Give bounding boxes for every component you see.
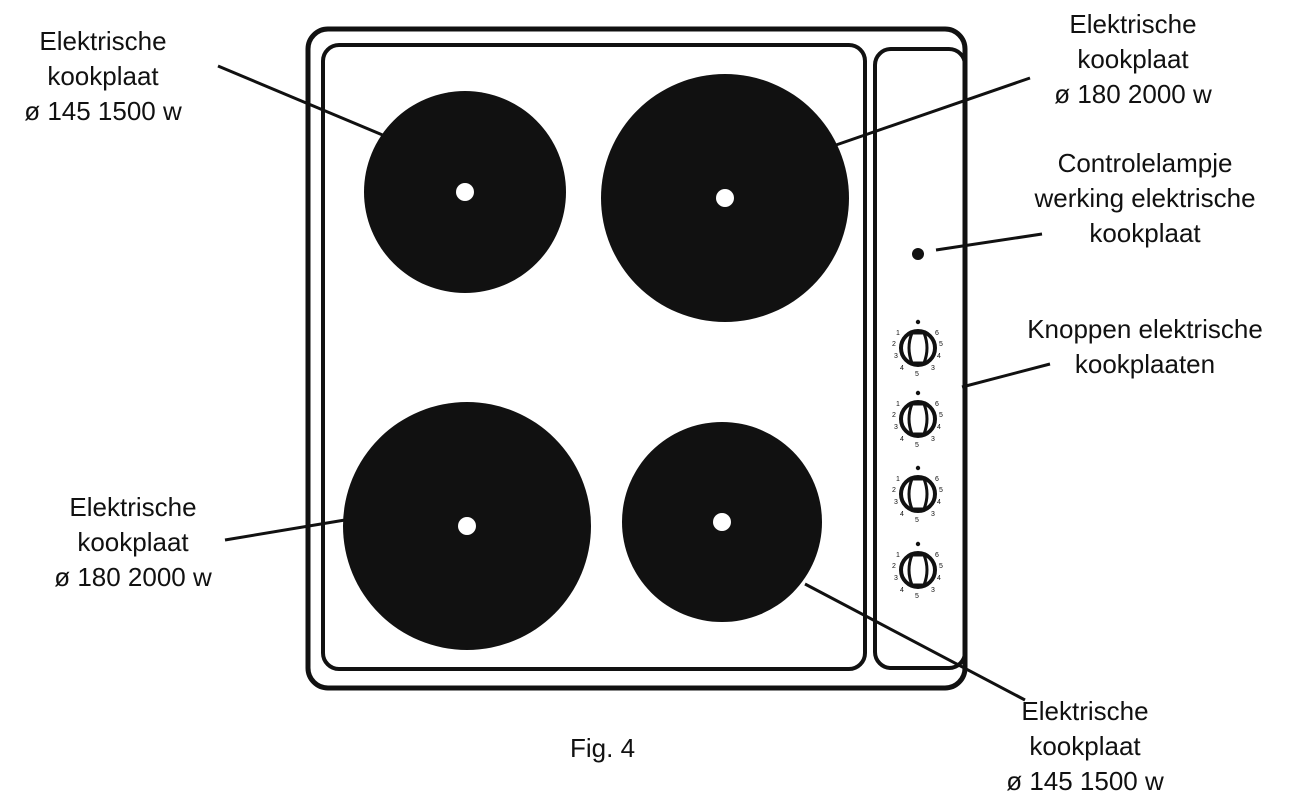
label-line: kookplaat — [47, 61, 159, 91]
label-control-knobs: Knoppen elektrische kookplaaten — [1000, 312, 1290, 382]
label-hotplate-bottom-right: Elektrische kookplaat ø 145 1500 w — [985, 694, 1185, 799]
label-line: Elektrische — [1069, 9, 1197, 39]
label-hotplate-top-left: Elektrische kookplaat ø 145 1500 w — [8, 24, 198, 129]
control-knob-1 — [890, 317, 945, 380]
label-line: werking elektrische — [1034, 183, 1256, 213]
label-line: ø 180 2000 w — [54, 562, 212, 592]
control-knob-3 — [890, 463, 945, 526]
leader-line-bottom-right — [804, 582, 1026, 702]
hotplate-top-right — [601, 74, 849, 322]
leader-line-bottom-left — [224, 518, 346, 542]
hotplate-top-left — [364, 91, 566, 293]
label-line: kookplaat — [77, 527, 189, 557]
leader-line-indicator — [935, 232, 1043, 252]
control-knob-2 — [890, 388, 945, 451]
hotplate-bottom-left — [343, 402, 591, 650]
control-knob-4 — [890, 539, 945, 602]
control-strip — [873, 47, 967, 670]
label-line: Controlelampje — [1057, 148, 1233, 178]
label-line: Elektrische — [39, 26, 167, 56]
label-line: Elektrische — [1021, 696, 1149, 726]
leader-line-knobs — [961, 362, 1051, 389]
label-indicator-lamp: Controlelampje werking elektrische kookp… — [1010, 146, 1280, 251]
label-line: kookplaat — [1077, 44, 1189, 74]
label-line: ø 145 1500 w — [1006, 766, 1164, 796]
hotplate-bottom-right — [622, 422, 822, 622]
label-line: ø 180 2000 w — [1054, 79, 1212, 109]
label-hotplate-top-right: Elektrische kookplaat ø 180 2000 w — [1033, 7, 1233, 112]
leader-line-top-left — [217, 64, 386, 138]
label-line: Elektrische — [69, 492, 197, 522]
leader-line-top-right — [835, 76, 1031, 147]
label-line: kookplaat — [1089, 218, 1201, 248]
label-line: kookplaat — [1029, 731, 1141, 761]
label-line: ø 145 1500 w — [24, 96, 182, 126]
indicator-lamp — [912, 248, 924, 260]
label-line: kookplaaten — [1074, 349, 1216, 379]
cooking-surface-panel — [321, 43, 867, 671]
label-line: Knoppen elektrische — [1027, 314, 1263, 344]
label-hotplate-bottom-left: Elektrische kookplaat ø 180 2000 w — [38, 490, 228, 595]
figure-caption: Fig. 4 — [570, 733, 636, 763]
